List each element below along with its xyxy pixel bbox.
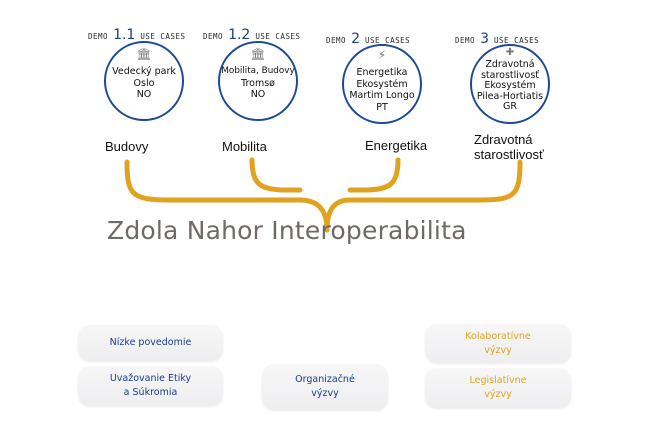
demo-line: Tromsø [241, 77, 275, 89]
challenge-box-legislativne: Legislatívne výzvy [425, 368, 571, 408]
demo-line: Mobilita, Budovy [221, 66, 295, 76]
demo-line: Oslo [133, 77, 155, 89]
challenge-text: Kolaboratívne výzvy [465, 330, 531, 356]
demo-circle-martim-longo: ⚡ Energetika Ekosystém Martim Longo PT [342, 44, 422, 124]
demo-line: starostlivosť [480, 69, 540, 81]
demo-label-prefix: DEMO [326, 36, 347, 45]
demo-label-prefix: DEMO [88, 32, 109, 41]
branch-budovy [124, 159, 330, 233]
demo-label-4: DEMO 3 USE CASES [455, 31, 539, 47]
challenge-box-etika-sukromie: Uvažovanie Etiky a Súkromia [78, 366, 223, 406]
demo-line: PT [376, 101, 388, 113]
challenge-text: Nízke povedomie [109, 337, 192, 348]
demo-number: 2 [351, 31, 360, 47]
demo-circle-tromso: 🏛 Mobilita, Budovy Tromsø NO [218, 41, 298, 121]
demo-line: Pilea-Hortiatis [476, 90, 544, 102]
demo-line: NO [250, 89, 266, 100]
demo-line: NO [136, 89, 152, 100]
demo-label-prefix: DEMO [203, 32, 224, 41]
demo-line: Vedecký park [112, 66, 176, 77]
challenge-box-kolaborativne: Kolaboratívne výzvy [425, 324, 571, 363]
branch-mobilita [249, 157, 303, 193]
demo-number: 1.2 [228, 27, 251, 43]
demo-label-prefix: DEMO [455, 36, 476, 45]
demo-line: Energetika [356, 67, 408, 78]
main-title: Zdola Nahor Interoperabilita [107, 216, 467, 245]
demo-label-suffix: USE CASES [255, 32, 301, 41]
lightning-icon: ⚡ [377, 48, 387, 62]
demo-number: 3 [480, 31, 489, 47]
demo-label-suffix: USE CASES [494, 36, 540, 45]
demo-line: Ekosystém [484, 80, 536, 91]
domain-mobilita: Mobilita [222, 139, 267, 154]
demo-number: 1.1 [113, 27, 136, 43]
demo-line: Martim Longo [349, 90, 415, 101]
challenge-box-organizacne: Organizačné výzvy [262, 364, 388, 410]
demo-label-suffix: USE CASES [365, 36, 411, 45]
challenge-box-nizke-povedomie: Nízke povedomie [78, 325, 223, 361]
building-icon: 🏛 [136, 47, 152, 61]
demo-line: GR [503, 101, 517, 112]
challenge-text: Organizačné výzvy [295, 374, 355, 399]
demo-circle-oslo: 🏛 Vedecký park Oslo NO [104, 41, 184, 121]
domain-energetika: Energetika [365, 138, 428, 153]
demo-line: Ekosystém [356, 78, 408, 90]
domain-zdravotna-starostlivost: Zdravotná starostlivosť [474, 132, 544, 162]
demo-label-suffix: USE CASES [140, 32, 186, 41]
branch-energetika [347, 157, 401, 193]
demo-label-3: DEMO 2 USE CASES [326, 31, 410, 47]
demo-label-2: DEMO 1.2 USE CASES [203, 27, 301, 43]
challenge-text: Legislatívne výzvy [469, 375, 527, 400]
domain-budovy: Budovy [105, 139, 149, 154]
building-icon: 🏛 [250, 47, 266, 61]
demo-line: Zdravotná [485, 59, 535, 70]
demo-label-1: DEMO 1.1 USE CASES [88, 27, 186, 43]
medical-icon: ✚ [505, 47, 515, 58]
challenge-text: Uvažovanie Etiky a Súkromia [109, 373, 192, 398]
demo-circle-pilea-hortiatis: ✚ Zdravotná starostlivosť Ekosystém Pile… [470, 44, 550, 124]
branch-zdravotna [324, 159, 523, 233]
